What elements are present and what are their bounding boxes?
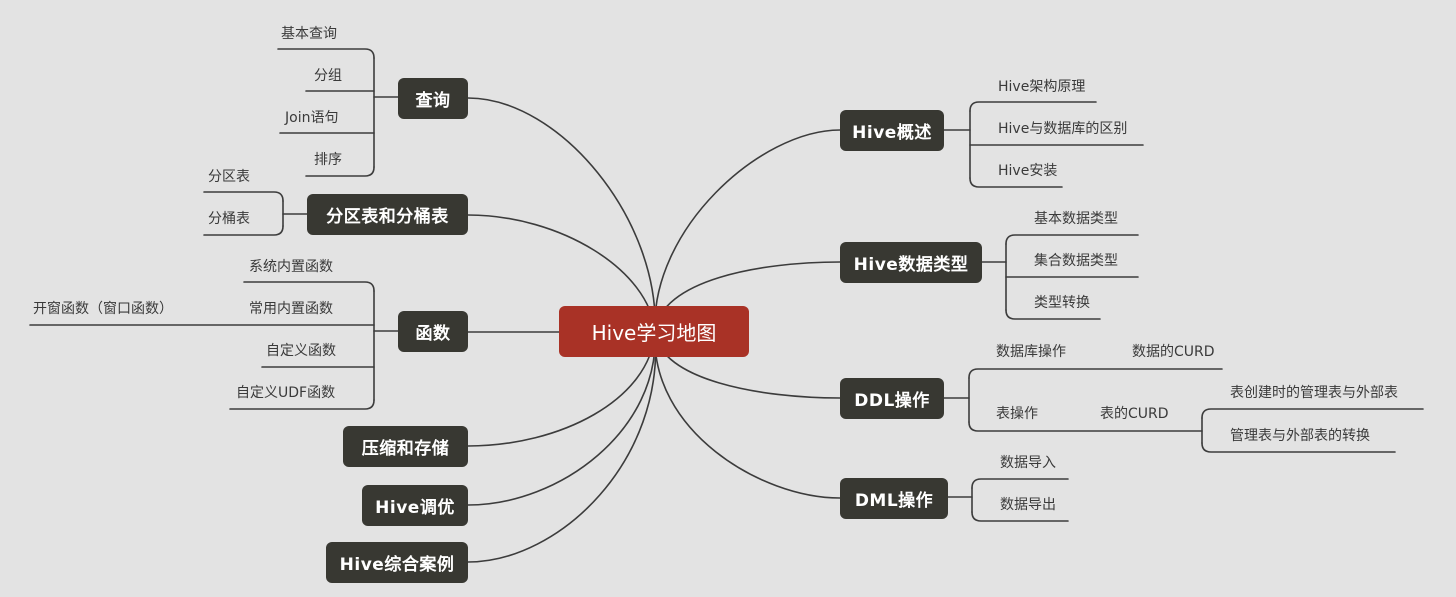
leaf-architecture[interactable]: Hive架构原理 [998,79,1086,95]
leaf-data-import[interactable]: 数据导入 [1000,455,1056,471]
leaf-join[interactable]: Join语句 [285,110,339,126]
topic-query[interactable]: 查询 [398,78,468,119]
leaf-common-functions[interactable]: 常用内置函数 [249,301,333,317]
leaf-bucket-table[interactable]: 分桶表 [208,211,250,227]
leaf-db-curd[interactable]: 数据的CURD [1132,344,1215,360]
topic-compress[interactable]: 压缩和存储 [343,426,468,467]
leaf-managed-external[interactable]: 表创建时的管理表与外部表 [1230,385,1398,401]
topic-cases[interactable]: Hive综合案例 [326,542,468,583]
topic-functions[interactable]: 函数 [398,311,468,352]
leaf-window-functions[interactable]: 开窗函数（窗口函数） [33,301,173,317]
leaf-basic-types[interactable]: 基本数据类型 [1034,211,1118,227]
leaf-db-operations[interactable]: 数据库操作 [996,344,1066,360]
topic-overview[interactable]: Hive概述 [840,110,944,151]
leaf-custom-functions[interactable]: 自定义函数 [266,343,336,359]
connector-overview [654,129,841,333]
leaf-builtin-functions[interactable]: 系统内置函数 [249,259,333,275]
leaf-data-export[interactable]: 数据导出 [1000,497,1056,513]
leaf-basic-query[interactable]: 基本查询 [281,26,337,42]
leaf-table-operations[interactable]: 表操作 [996,406,1038,422]
topic-ddl[interactable]: DDL操作 [840,378,944,419]
connector-tuning [467,331,656,506]
leaf-sort[interactable]: 排序 [314,152,342,168]
topic-partition[interactable]: 分区表和分桶表 [307,194,468,235]
leaf-type-conversion[interactable]: 类型转换 [1034,295,1090,311]
leaf-table-curd[interactable]: 表的CURD [1100,406,1169,422]
leaf-managed-external-convert[interactable]: 管理表与外部表的转换 [1230,428,1370,444]
leaf-partition-table[interactable]: 分区表 [208,169,250,185]
leaf-collection-types[interactable]: 集合数据类型 [1034,253,1118,269]
leaf-group[interactable]: 分组 [314,68,342,84]
leaf-vs-database[interactable]: Hive与数据库的区别 [998,121,1128,137]
central-topic[interactable]: Hive学习地图 [559,306,749,357]
topic-dml[interactable]: DML操作 [840,478,948,519]
connector-cases [467,331,657,563]
topic-types[interactable]: Hive数据类型 [840,242,982,283]
connector-dml [654,331,841,499]
leaf-udf-functions[interactable]: 自定义UDF函数 [236,385,336,401]
leaf-install[interactable]: Hive安装 [998,163,1058,179]
connector-query [467,97,656,333]
topic-tuning[interactable]: Hive调优 [362,485,468,526]
